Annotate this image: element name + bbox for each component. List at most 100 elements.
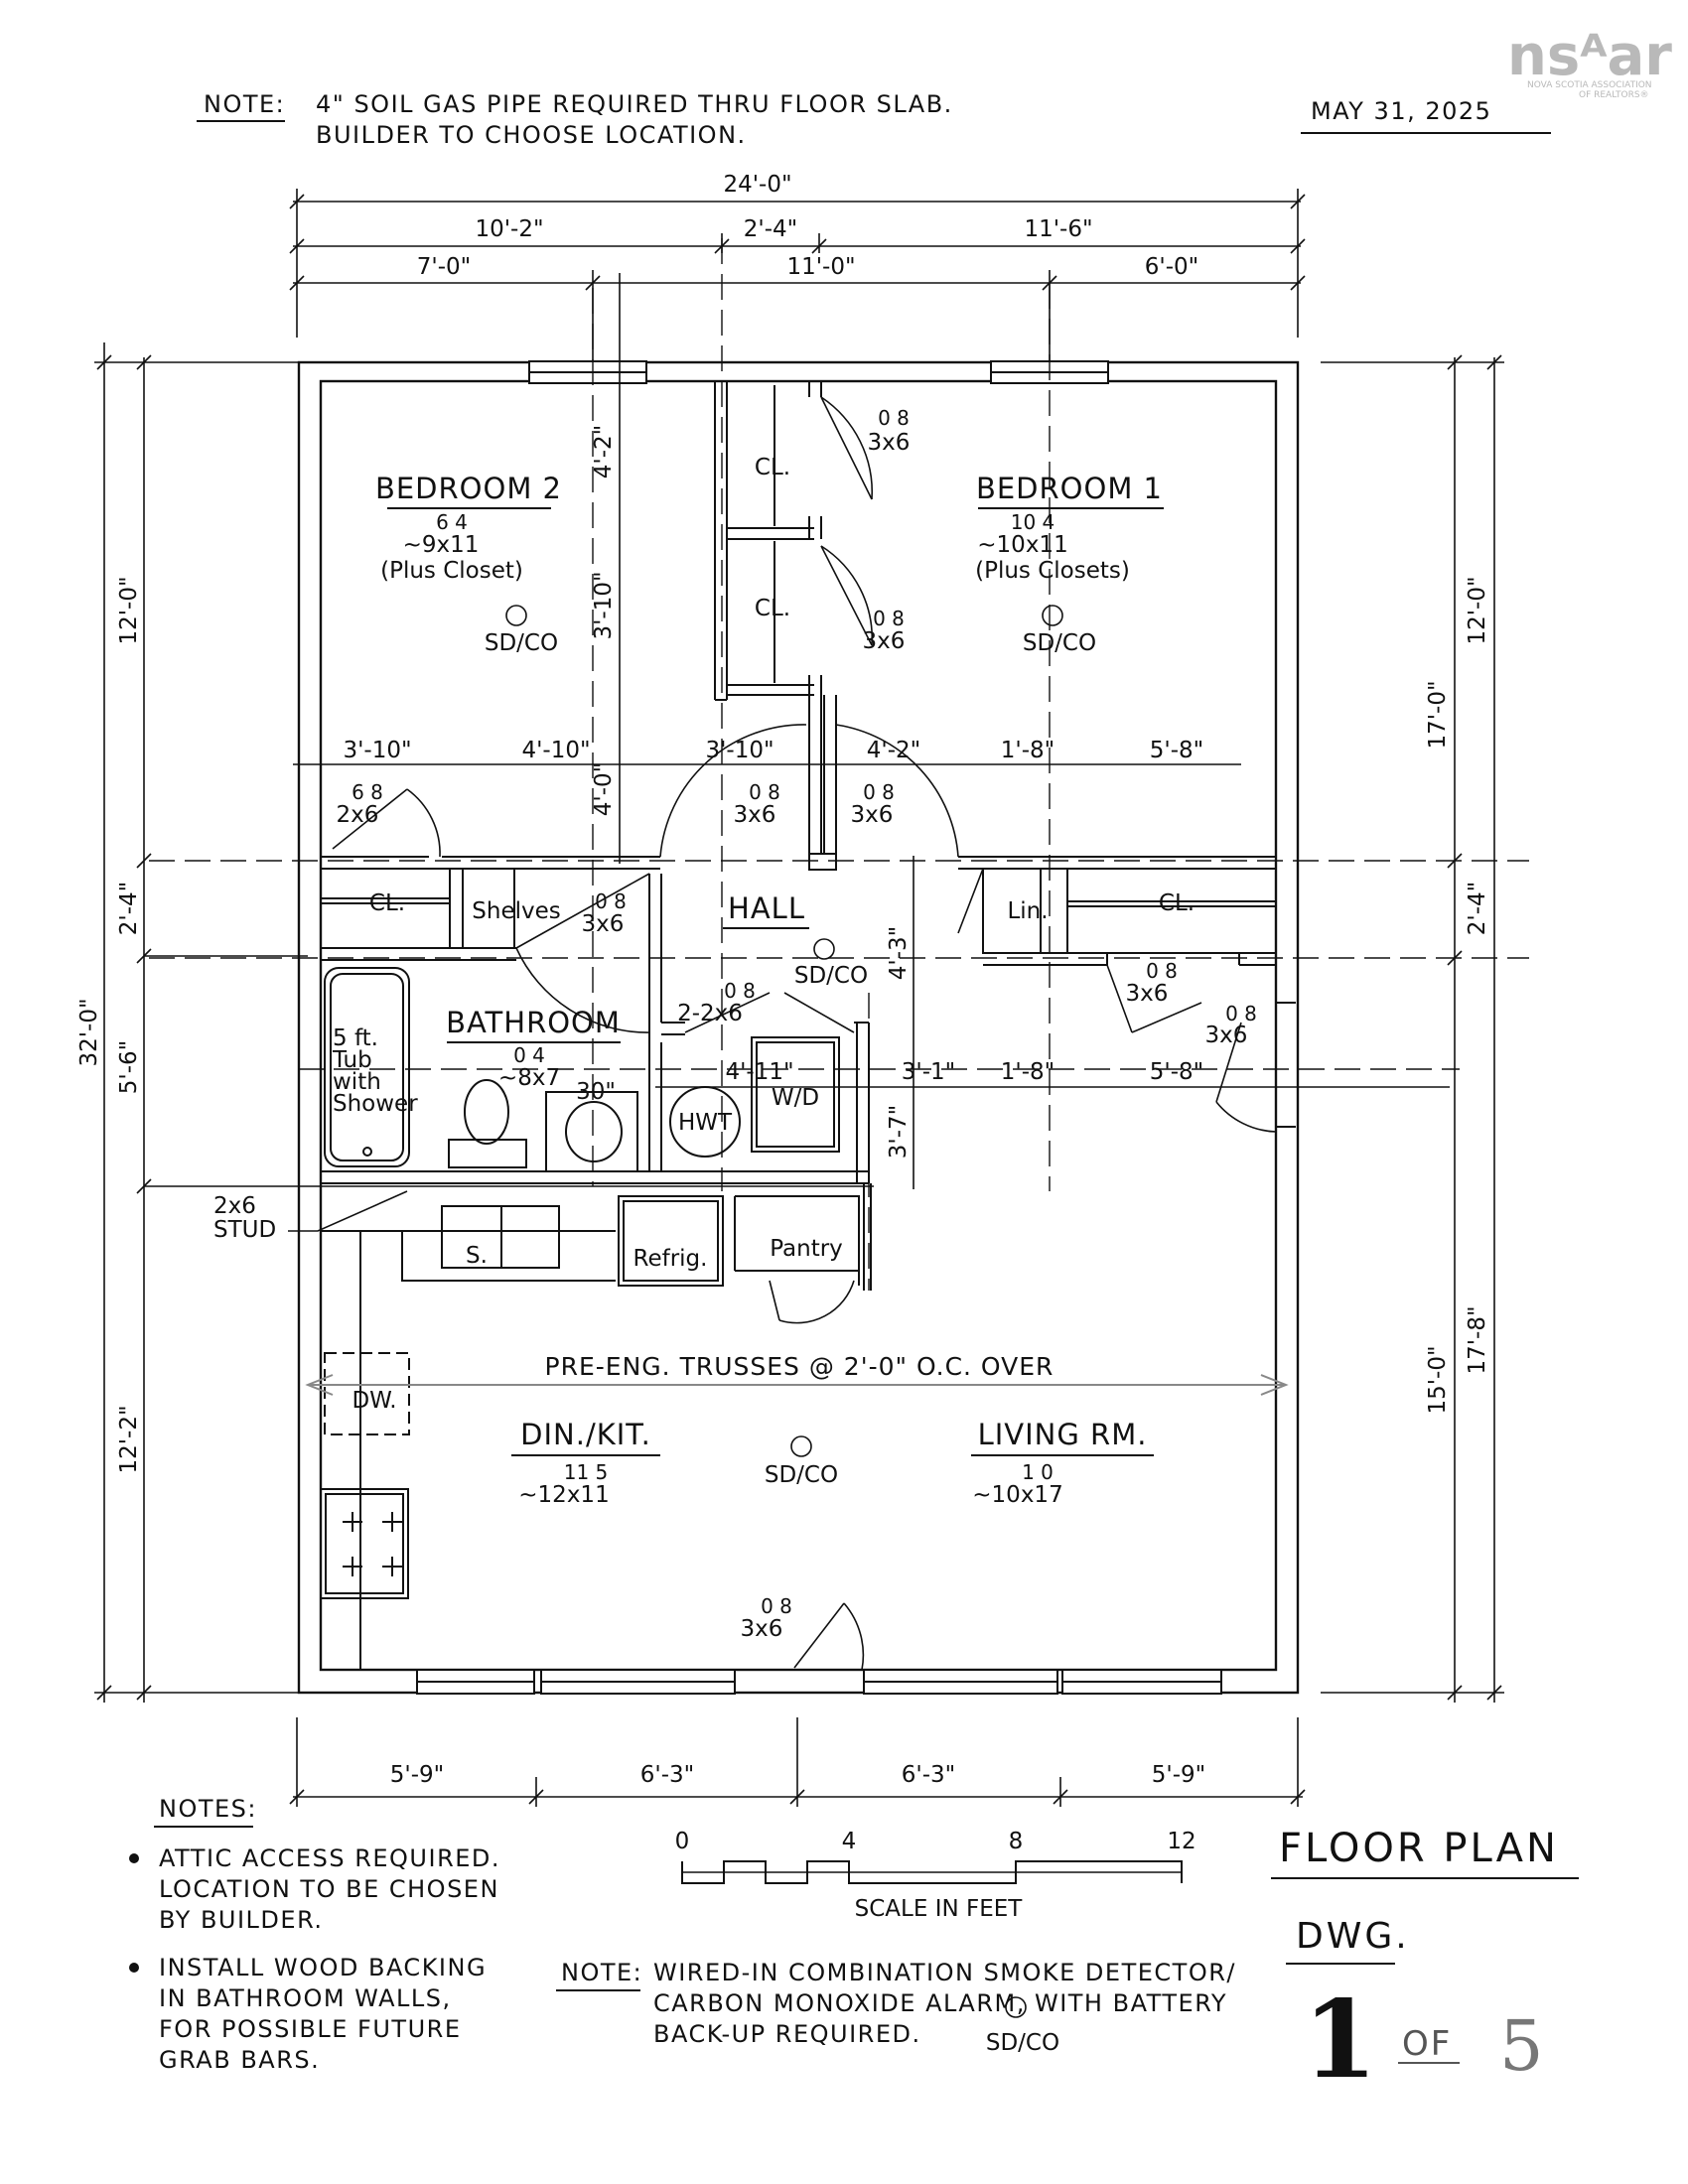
dim-top-1: 10'-2" bbox=[475, 216, 543, 242]
sdco-bedroom2: SD/CO bbox=[485, 630, 558, 656]
door-tag-j-sup: 0 8 bbox=[761, 1594, 792, 1618]
dim-int-7: 4'-11" bbox=[725, 1059, 793, 1085]
dim-int-10: 5'-8" bbox=[1150, 1059, 1203, 1085]
truss-line bbox=[305, 1374, 1289, 1396]
note1-line1: ATTIC ACCESS REQUIRED. bbox=[159, 1844, 500, 1872]
dinkit-name: DIN./KIT. bbox=[520, 1418, 651, 1451]
linen-label: Lin. bbox=[1007, 898, 1048, 924]
dim-left-2: 2'-4" bbox=[116, 882, 142, 935]
note1-line2: LOCATION TO BE CHOSEN bbox=[159, 1875, 499, 1903]
left-dimensions bbox=[94, 342, 298, 1703]
tub-label-1: 5 ft. bbox=[333, 1025, 378, 1051]
dim-top-5: 11'-0" bbox=[786, 254, 855, 280]
door-tag-g-sup: 0 8 bbox=[724, 979, 756, 1003]
door-tag-h: 3x6 bbox=[1126, 981, 1169, 1007]
dim-int-4: 4'-2" bbox=[867, 738, 920, 763]
pantry-label: Pantry bbox=[770, 1236, 843, 1262]
closet-label-2: CL. bbox=[755, 596, 790, 621]
dim-hall-v2: 3'-7" bbox=[886, 1105, 912, 1159]
bottom-note-line3: BACK-UP REQUIRED. bbox=[653, 2020, 921, 2048]
scale-tick-8: 8 bbox=[1009, 1829, 1024, 1854]
bottom-note: NOTE: WIRED-IN COMBINATION SMOKE DETECTO… bbox=[556, 1959, 1236, 2056]
tub-label-4: Shower bbox=[333, 1091, 418, 1117]
title-dwg-number: 1 bbox=[1303, 1978, 1377, 2103]
bottom-dimensions bbox=[289, 1717, 1306, 1807]
door-tag-c-sup: 0 8 bbox=[749, 780, 780, 804]
dim-left-3: 5'-6" bbox=[116, 1040, 142, 1094]
door-tag-e-sup: 6 8 bbox=[352, 780, 383, 804]
note2-line4: GRAB BARS. bbox=[159, 2046, 320, 2074]
stud-leader bbox=[288, 1190, 408, 1232]
living-sup: 1 0 bbox=[1022, 1460, 1054, 1484]
logo-sub1: NOVA SCOTIA ASSOCIATION bbox=[1527, 80, 1652, 90]
dim-top-2: 2'-4" bbox=[744, 216, 797, 242]
door-tag-h-sup: 0 8 bbox=[1146, 959, 1178, 983]
bedroom1-sup: 10 4 bbox=[1011, 510, 1055, 534]
sink-label: S. bbox=[466, 1243, 488, 1269]
dim-closet-v3: 4'-0" bbox=[591, 762, 617, 816]
bottom-note-line2: CARBON MONOXIDE ALARM, WITH BATTERY bbox=[653, 1989, 1227, 2017]
room-bedroom-2: BEDROOM 2 6 4 ~9x11 (Plus Closet) bbox=[375, 472, 562, 584]
scale-bar: 0 4 8 12 SCALE IN FEET bbox=[675, 1829, 1196, 1922]
interior-dims bbox=[144, 273, 1450, 1189]
stud-label-1: 2x6 bbox=[213, 1193, 256, 1219]
exterior-walls bbox=[297, 360, 1300, 1695]
dim-bottom-2: 6'-3" bbox=[640, 1762, 694, 1788]
door-tag-f-sup: 0 8 bbox=[595, 889, 627, 913]
door-tag-a: 3x6 bbox=[868, 430, 911, 456]
bathroom-name: BATHROOM bbox=[446, 1006, 621, 1039]
bedroom2-name: BEDROOM 2 bbox=[375, 472, 562, 505]
tub-label-2: Tub bbox=[332, 1047, 372, 1073]
dim-bottom-3: 6'-3" bbox=[902, 1762, 955, 1788]
dim-int-5: 1'-8" bbox=[1001, 738, 1055, 763]
living-name: LIVING RM. bbox=[978, 1418, 1148, 1451]
dim-int-1: 3'-10" bbox=[343, 738, 411, 763]
door-tag-j: 3x6 bbox=[741, 1616, 783, 1642]
dim-top-6: 6'-0" bbox=[1145, 254, 1198, 280]
dim-top-overall: 24'-0" bbox=[723, 172, 791, 198]
door-tag-b-sup: 0 8 bbox=[873, 607, 905, 630]
door-tag-d: 3x6 bbox=[851, 802, 894, 828]
title-of: OF bbox=[1402, 2024, 1452, 2064]
dim-closet-v2: 3'-10" bbox=[591, 571, 617, 639]
bedroom1-size: ~10x11 bbox=[977, 532, 1067, 558]
scale-tick-0: 0 bbox=[675, 1829, 690, 1854]
notes-block: NOTES: ATTIC ACCESS REQUIRED. LOCATION T… bbox=[129, 1795, 500, 2074]
bottom-note-line1: WIRED-IN COMBINATION SMOKE DETECTOR/ bbox=[653, 1959, 1236, 1986]
dim-right-5: 17'-8" bbox=[1465, 1305, 1490, 1374]
stove-burners bbox=[343, 1512, 402, 1576]
living-size: ~10x17 bbox=[972, 1482, 1062, 1508]
wd-label: W/D bbox=[772, 1085, 819, 1111]
hall-name: HALL bbox=[728, 891, 805, 925]
door-tag-a-sup: 0 8 bbox=[878, 406, 910, 430]
top-note-line2: BUILDER TO CHOOSE LOCATION. bbox=[316, 121, 747, 149]
door-tag-d-sup: 0 8 bbox=[863, 780, 895, 804]
dim-int-6: 5'-8" bbox=[1150, 738, 1203, 763]
truss-label: PRE-ENG. TRUSSES @ 2'-0" O.C. OVER bbox=[545, 1352, 1055, 1381]
tub-label-3: with bbox=[333, 1069, 381, 1095]
dim-top-4: 7'-0" bbox=[417, 254, 471, 280]
room-bedroom-1: BEDROOM 1 10 4 ~10x11 (Plus Closets) bbox=[975, 472, 1164, 584]
dw-label: DW. bbox=[352, 1388, 396, 1414]
drawing-date: MAY 31, 2025 bbox=[1311, 97, 1491, 125]
room-living: LIVING RM. 1 0 ~10x17 bbox=[971, 1418, 1154, 1508]
top-note: NOTE: 4" SOIL GAS PIPE REQUIRED THRU FLO… bbox=[197, 90, 951, 149]
title-dwg: DWG. bbox=[1296, 1916, 1410, 1957]
dashed-reference-lines bbox=[149, 238, 1529, 1291]
dim-right-1: 12'-0" bbox=[1465, 576, 1490, 644]
door-tag-f: 3x6 bbox=[582, 911, 625, 937]
dim-bottom-1: 5'-9" bbox=[390, 1762, 444, 1788]
realtor-logo: nsᴬar NOVA SCOTIA ASSOCIATION OF REALTOR… bbox=[1507, 24, 1672, 100]
title-total: 5 bbox=[1499, 2005, 1544, 2087]
note2-line3: FOR POSSIBLE FUTURE bbox=[159, 2015, 461, 2043]
logo-text: nsᴬar bbox=[1507, 24, 1672, 88]
room-din-kit: DIN./KIT. 11 5 ~12x11 bbox=[511, 1418, 660, 1508]
door-tag-i: 3x6 bbox=[1205, 1023, 1248, 1048]
scale-tick-12: 12 bbox=[1167, 1829, 1196, 1854]
bedroom2-extra: (Plus Closet) bbox=[380, 558, 523, 584]
dim-closet-v1: 4'-2" bbox=[591, 425, 617, 478]
notes-title: NOTES: bbox=[159, 1795, 257, 1823]
right-dimensions bbox=[1321, 354, 1504, 1703]
door-tag-c: 3x6 bbox=[734, 802, 776, 828]
door-tag-g: 2-2x6 bbox=[677, 1001, 743, 1026]
